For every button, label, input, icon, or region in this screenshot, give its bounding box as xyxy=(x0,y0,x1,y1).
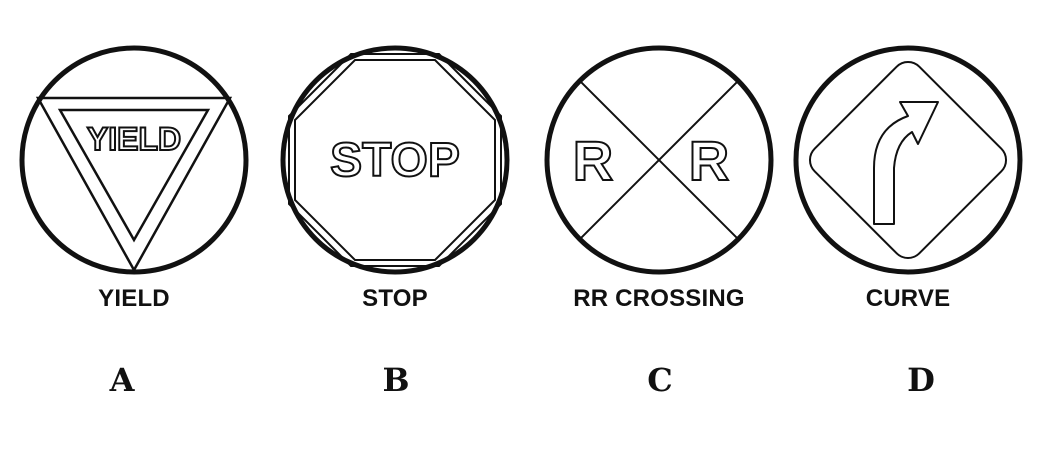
stop-octagon-inner xyxy=(294,59,496,261)
yield-caption: YIELD xyxy=(98,285,170,312)
rr-crossing-sign: R R xyxy=(539,40,779,280)
curve-caption: CURVE xyxy=(865,285,951,312)
option-letter-d: D xyxy=(907,361,935,399)
rr-cross-line-2 xyxy=(579,80,739,240)
rr-outer-circle xyxy=(544,45,774,275)
yield-outer-triangle xyxy=(35,96,233,273)
stop-caption: STOP xyxy=(362,285,428,312)
curve-sign-graphic xyxy=(793,45,1023,275)
yield-sign-graphic: YIELD xyxy=(19,45,249,275)
rr-right-letter: R xyxy=(689,129,729,192)
stop-sign-graphic: STOP xyxy=(280,45,510,275)
yield-inner-triangle xyxy=(57,108,211,243)
curve-diamond xyxy=(808,60,1008,260)
curve-sign xyxy=(788,40,1028,280)
rr-left-letter: R xyxy=(573,129,613,192)
stop-sign-text: STOP xyxy=(330,134,460,187)
option-letter-c: C xyxy=(647,361,673,399)
option-letter-b: B xyxy=(382,361,410,399)
yield-sign-text: YIELD xyxy=(87,121,181,157)
option-letter-a: A xyxy=(109,361,135,399)
rr-crossing-sign-graphic: R R xyxy=(544,45,774,275)
stop-octagon-outer xyxy=(288,53,502,267)
yield-sign: YIELD xyxy=(14,40,254,280)
stop-sign: STOP xyxy=(275,40,515,280)
curve-right-arrow-icon xyxy=(873,101,939,225)
curve-outer-circle xyxy=(793,45,1023,275)
rr-crossing-caption: RR CROSSING xyxy=(573,285,745,312)
stop-outer-circle xyxy=(280,45,510,275)
